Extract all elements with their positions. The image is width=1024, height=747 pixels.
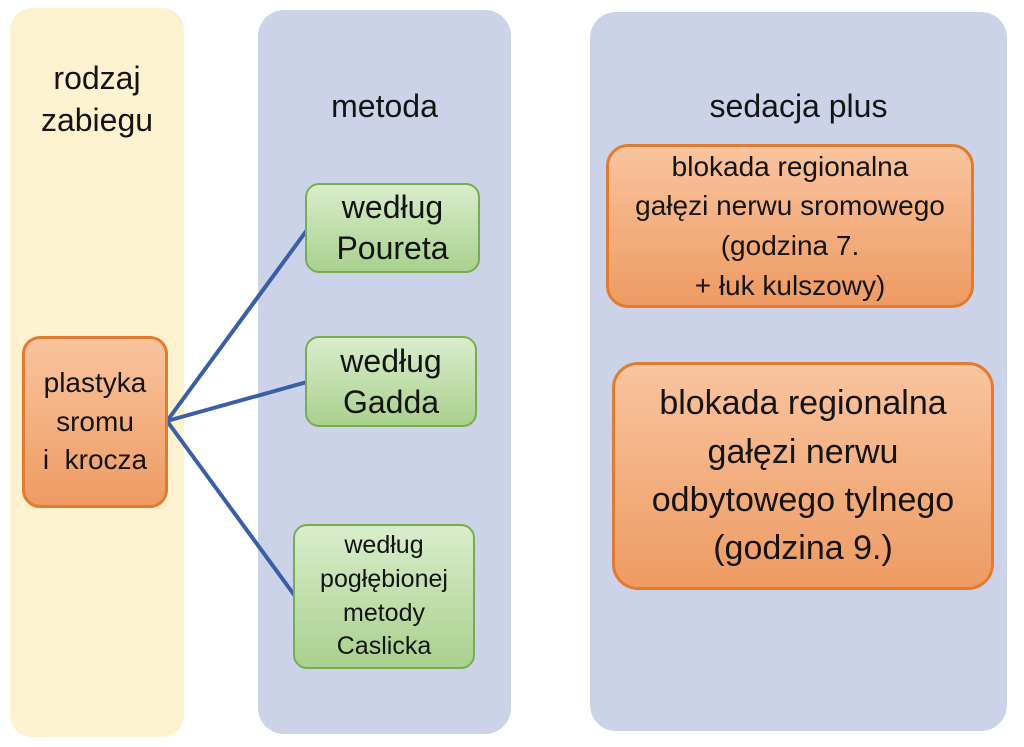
node-plastyka-sromu-i-krocza: plastyka sromu i krocza xyxy=(22,336,168,508)
node-blokada-nerwu-odbytowego: blokada regionalna gałęzi nerwu odbytowe… xyxy=(612,362,994,590)
node-wedlug-poglebionej-metody-caslicka: według pogłębionej metody Caslicka xyxy=(293,524,475,669)
node-wedlug-gadda: według Gadda xyxy=(305,336,477,427)
column-title-rodzaj-zabiegu: rodzaj zabiegu xyxy=(40,60,154,138)
column-title-sedacja-plus: sedacja plus xyxy=(709,88,888,124)
column-title-metoda: metoda xyxy=(331,88,438,124)
node-blokada-nerwu-sromowego: blokada regionalna gałęzi nerwu sromoweg… xyxy=(606,144,974,308)
node-wedlug-poureta: według Poureta xyxy=(305,183,480,273)
